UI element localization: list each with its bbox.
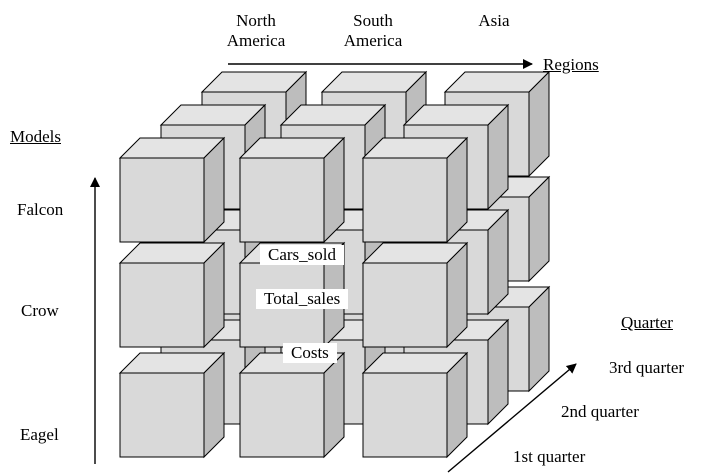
measure-label-cars-sold: Cars_sold [260, 245, 344, 265]
region-label-north-america: North America [216, 11, 296, 51]
cube-cell [118, 136, 226, 244]
models-axis-title: Models [10, 127, 61, 146]
model-label-crow: Crow [21, 301, 59, 320]
cube-cell [238, 136, 346, 244]
regions-axis-title: Regions [543, 55, 599, 74]
cube-front-face [362, 262, 448, 348]
model-label-falcon: Falcon [17, 200, 64, 219]
region-label-line1: North [236, 11, 276, 30]
region-label-asia: Asia [464, 11, 524, 31]
cube-cell [118, 241, 226, 349]
cube-cell [361, 351, 469, 459]
cube-front-face [239, 372, 325, 458]
quarter-axis-title: Quarter [621, 313, 673, 332]
cube-front-face [362, 157, 448, 243]
cube-cell [238, 351, 346, 459]
quarter-label-2nd: 2nd quarter [561, 402, 639, 421]
cube-front-face [239, 157, 325, 243]
measure-label-total-sales: Total_sales [256, 289, 349, 309]
quarter-axis-arrow [447, 363, 577, 473]
region-label-line1: Asia [478, 11, 510, 30]
cube-cell [361, 136, 469, 244]
region-label-line2: America [226, 31, 286, 50]
region-label-line1: South [353, 11, 393, 30]
cube-front-face [119, 262, 205, 348]
cube-front-face [362, 372, 448, 458]
region-label-south-america: South America [333, 11, 413, 51]
cube-cell [361, 241, 469, 349]
quarter-label-1st: 1st quarter [513, 447, 586, 466]
cube-front-face [119, 372, 205, 458]
cube-cell [118, 351, 226, 459]
model-label-eagel: Eagel [20, 425, 59, 444]
cube-front-face [119, 157, 205, 243]
quarter-label-3rd: 3rd quarter [609, 358, 685, 377]
region-label-line2: America [343, 31, 403, 50]
measure-label-costs: Costs [283, 343, 337, 363]
